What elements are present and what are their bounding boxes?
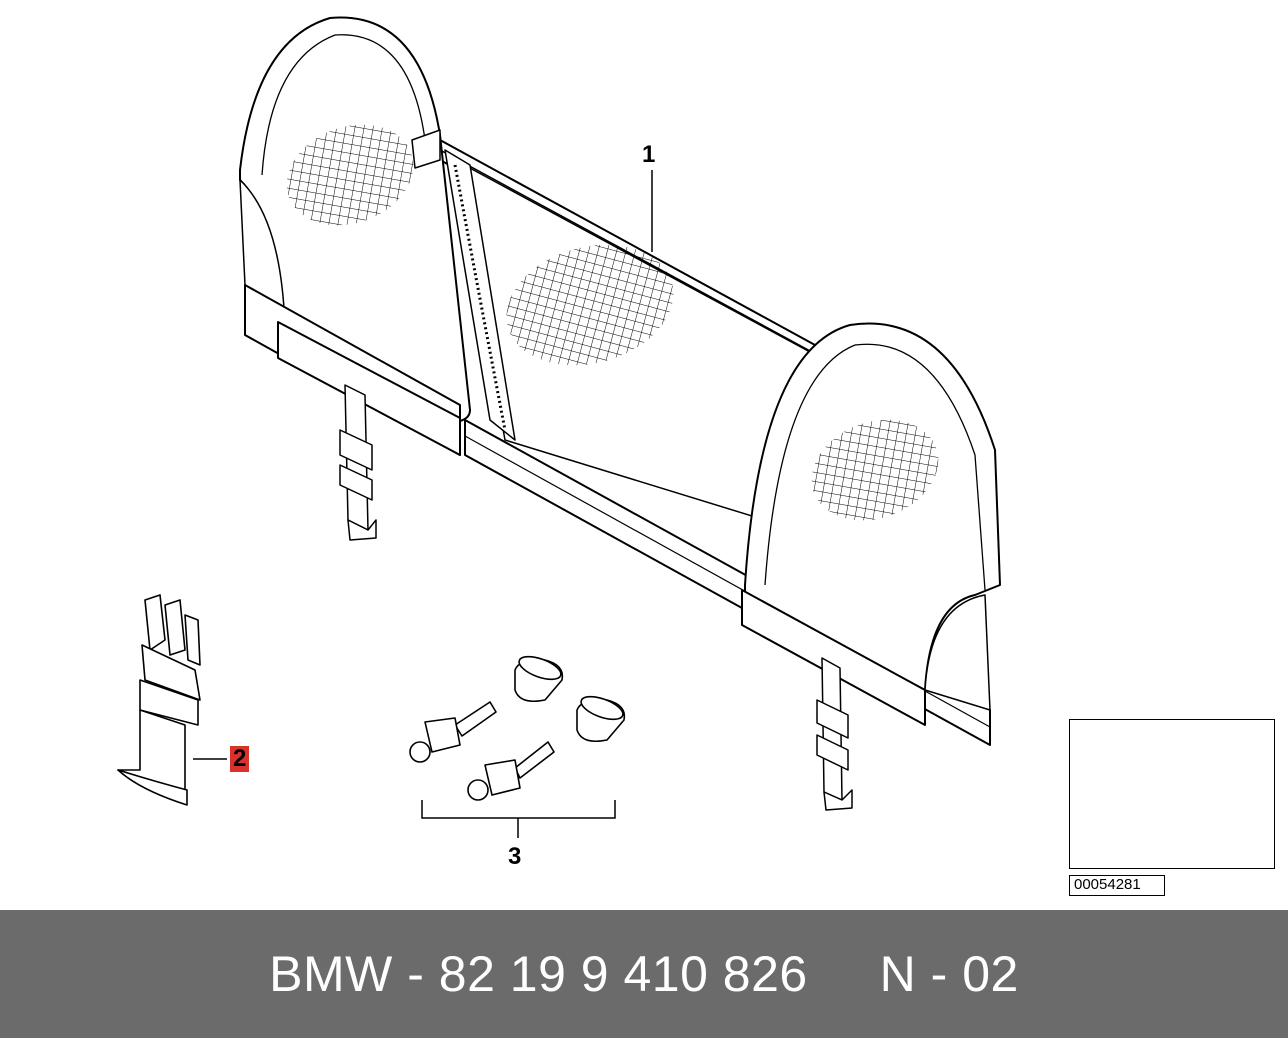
bolt-set <box>409 655 626 801</box>
callout-3: 3 <box>508 843 522 870</box>
buckle-part <box>117 594 201 806</box>
callout-1: 1 <box>642 141 656 168</box>
bracket-3 <box>421 800 616 838</box>
inset-code: 00054281 <box>1069 875 1165 896</box>
zipper <box>444 149 516 441</box>
mesh-hatching <box>286 124 939 521</box>
parts-diagram <box>117 16 1273 851</box>
part-number-text: BMW - 82 19 9 410 826 N - 02 <box>269 946 1019 1002</box>
footer-banner: BMW - 82 19 9 410 826 N - 02 <box>0 910 1288 1038</box>
right-base-bar <box>741 589 926 726</box>
inset-frame <box>1069 719 1275 869</box>
callout-2: 2 <box>230 746 250 772</box>
